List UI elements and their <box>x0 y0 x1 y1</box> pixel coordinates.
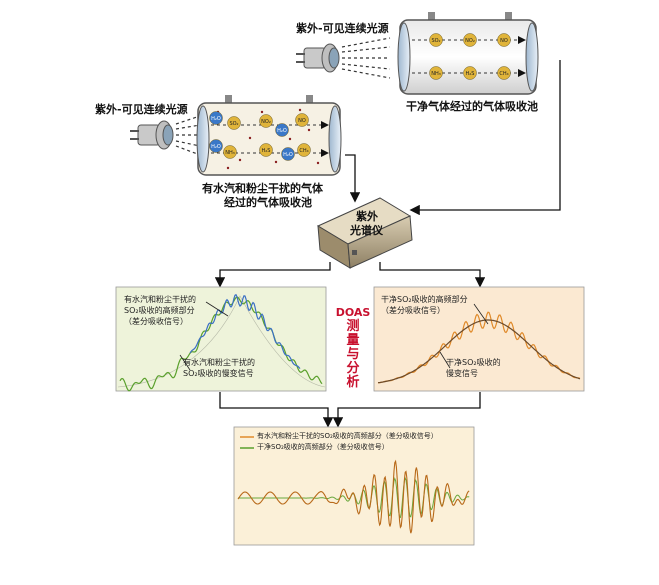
left-molecule-7: H₂O <box>281 147 295 161</box>
bottom-legend-1: 有水汽和粉尘干扰的SO₂吸收的高频部分（差分吸收信号） <box>257 432 438 440</box>
flashlight-icon <box>130 120 174 150</box>
left-molecule-0: H₂O <box>209 111 223 125</box>
right-annotation-top-2: （差分吸收信号） <box>381 306 445 315</box>
top-source-label: 紫外-可见连续光源 <box>296 22 389 35</box>
left-annotation-top-3: （差分吸收信号） <box>124 317 188 326</box>
left-molecule-label-8: CH₄ <box>299 148 308 154</box>
left-annotation-top-2: SO₂吸收的高频部分 <box>124 306 195 315</box>
right-annotation-bottom-2: 慢变信号 <box>446 369 478 378</box>
right-annotation-top-1: 干净SO₂吸收的高频部分 <box>381 295 468 304</box>
doas-text: DOAS <box>335 306 371 319</box>
flashlight-icon <box>296 43 340 73</box>
top-molecule-label-0: SO₂ <box>431 38 440 44</box>
top-molecule-0: SO₂ <box>429 33 443 47</box>
bottom-orange-curve <box>237 459 470 534</box>
bottom-legend-2: 干净SO₂吸收的高频部分（差分吸收信号） <box>257 443 389 451</box>
doas-char-4: 分 <box>346 361 360 376</box>
top-molecule-label-4: H₂S <box>466 71 475 77</box>
left-molecule-6: H₂S <box>259 143 273 157</box>
right-annotation-bottom-1: 干净SO₂吸收的 <box>446 358 501 367</box>
molecule-layer: SO₂ NO₂ NO NH₃ H₂S CH₄ H₂O SO₂ NO₂ NO H₂O NH₃ H₂S H₂O… <box>209 33 511 161</box>
left-cell-label-2: 经过的气体吸收池 <box>224 196 312 209</box>
left-molecule-4: H₂O <box>275 123 289 137</box>
left-light-source <box>130 115 201 156</box>
right-dark-curve <box>377 319 581 384</box>
left-molecule-9: H₂O <box>209 139 223 153</box>
left-molecule-label-9: H₂O <box>211 144 221 150</box>
left-source-label: 紫外-可见连续光源 <box>95 103 188 116</box>
left-molecule-1: SO₂ <box>227 116 241 130</box>
spectrometer-label-1: 紫外 <box>356 210 378 223</box>
left-plot-panel <box>115 286 327 392</box>
left-molecule-label-6: H₂S <box>262 148 271 154</box>
right-annotation-top: 干净SO₂吸收的高频部分 （差分吸收信号） <box>381 294 468 316</box>
left-annotation-bottom-2: SO₂吸收的慢变信号 <box>183 369 254 378</box>
left-molecule-label-7: H₂O <box>283 152 293 158</box>
left-molecule-3: NO <box>295 113 309 127</box>
left-molecule-label-2: NO₂ <box>261 119 271 125</box>
top-molecule-3: NH₃ <box>429 66 443 80</box>
doas-char-3: 与 <box>346 347 360 362</box>
left-molecule-2: NO₂ <box>259 114 273 128</box>
annotation-leaders <box>179 301 489 371</box>
top-molecule-label-5: CH₄ <box>499 71 508 77</box>
spectrometer-label-2: 光谱仪 <box>350 224 383 237</box>
top-light-source <box>296 37 391 79</box>
left-molecule-5: NH₃ <box>223 145 237 159</box>
top-molecule-label-1: NO₂ <box>465 38 475 44</box>
connector-arrows <box>214 60 561 428</box>
left-plot-baseline <box>117 295 326 388</box>
left-molecule-label-0: H₂O <box>211 116 221 122</box>
right-annotation-bottom: 干净SO₂吸收的 慢变信号 <box>446 357 501 379</box>
top-molecule-2: NO <box>497 33 511 47</box>
top-molecule-label-2: NO <box>500 38 508 44</box>
left-annotation-bottom-1: 有水汽和粉尘干扰的 <box>183 358 255 367</box>
left-molecule-label-3: NO <box>298 118 306 124</box>
top-molecule-4: H₂S <box>463 66 477 80</box>
bottom-plot-panel <box>233 426 475 546</box>
doas-char-5: 析 <box>346 375 360 390</box>
left-molecule-label-4: H₂O <box>277 128 287 134</box>
left-cell-label-1: 有水汽和粉尘干扰的气体 <box>202 182 323 195</box>
left-molecule-label-1: SO₂ <box>229 121 238 127</box>
top-molecule-5: CH₄ <box>497 66 511 80</box>
left-gas-cell <box>196 95 342 176</box>
left-blue-curve <box>189 293 301 369</box>
left-molecule-8: CH₄ <box>297 143 311 157</box>
left-annotation-bottom: 有水汽和粉尘干扰的 SO₂吸收的慢变信号 <box>183 357 255 379</box>
left-molecule-label-5: NH₃ <box>225 150 235 156</box>
left-annotation-top: 有水汽和粉尘干扰的 SO₂吸收的高频部分 （差分吸收信号） <box>124 294 196 327</box>
doas-char-2: 量 <box>346 333 360 348</box>
top-cell-label: 干净气体经过的气体吸收池 <box>406 100 538 113</box>
left-annotation-top-1: 有水汽和粉尘干扰的 <box>124 295 196 304</box>
top-gas-cell <box>397 12 539 95</box>
spectrometer-box <box>316 197 413 269</box>
top-molecule-label-3: NH₃ <box>431 71 441 77</box>
top-molecule-1: NO₂ <box>463 33 477 47</box>
doas-label: DOAS 测 量 与 分 析 <box>333 306 373 390</box>
doas-char-1: 测 <box>346 319 360 334</box>
